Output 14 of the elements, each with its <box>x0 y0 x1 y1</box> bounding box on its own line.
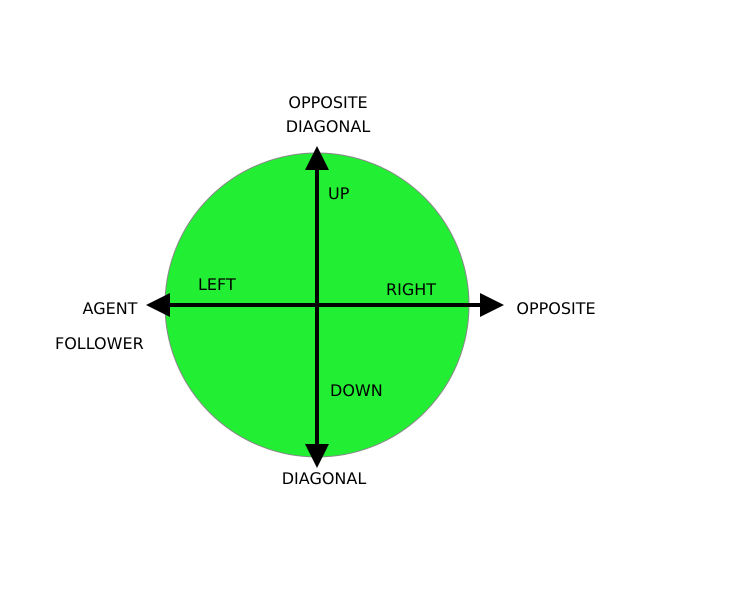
direction-label: OPPOSITE <box>500 296 612 322</box>
edge-label: LEFT <box>198 274 236 296</box>
direction-label: DIAGONAL <box>262 464 386 494</box>
edge-label: DOWN <box>330 380 383 402</box>
arrow <box>305 305 329 468</box>
direction-label: AGENT <box>70 296 150 322</box>
edge-label: UP <box>328 183 350 205</box>
arrow <box>317 293 504 317</box>
edge-label: RIGHT <box>386 279 436 301</box>
direction-label: OPPOSITE DIAGONAL <box>262 80 394 150</box>
arrow <box>305 146 329 305</box>
text-label: FOLLOWER <box>55 333 144 355</box>
arrow <box>146 293 317 317</box>
circle-shape <box>164 152 470 458</box>
